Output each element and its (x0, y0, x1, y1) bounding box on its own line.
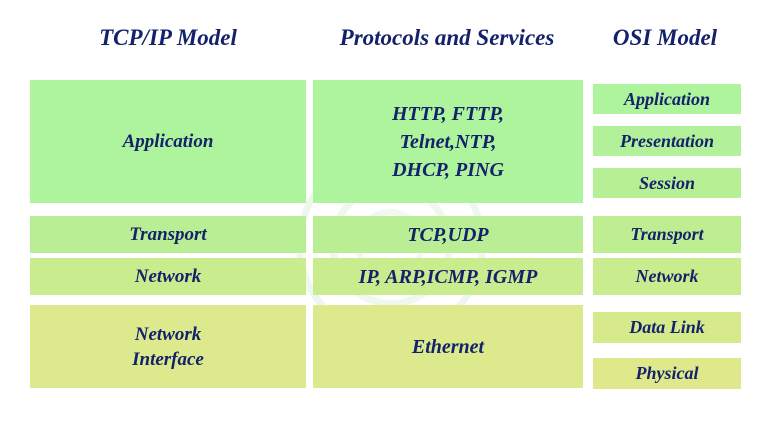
osi-layer-transport[interactable]: Transport (593, 216, 741, 253)
protocols-application-line-1: HTTP, FTTP, (391, 102, 505, 125)
tcpip-layer-network-interface[interactable]: Network Interface (30, 305, 306, 388)
tcpip-layer-application-line-1: Application (122, 131, 214, 152)
protocols-transport-layer[interactable]: TCP,UDP (313, 216, 583, 253)
protocols-link-layer[interactable]: Ethernet (313, 305, 583, 388)
protocols-application-line-3: DHCP, PING (392, 158, 504, 181)
osi-layer-physical[interactable]: Physical (593, 358, 741, 389)
column-header-tcpip: TCP/IP Model (99, 25, 237, 50)
osi-layer-session-line-1: Session (638, 172, 696, 193)
osi-layer-presentation[interactable]: Presentation (593, 126, 741, 156)
osi-layer-transport-line-1: Transport (630, 224, 704, 244)
osi-layer-network-line-1: Network (635, 266, 699, 286)
osi-layer-network[interactable]: Network (593, 258, 741, 295)
osi-layer-session[interactable]: Session (593, 168, 741, 198)
protocols-application-line-2: Telnet,NTP, (399, 130, 497, 153)
osi-layer-physical-line-1: Physical (635, 363, 699, 383)
protocols-link-line-1: Ethernet (411, 335, 485, 358)
tcpip-layer-network-interface-line-2: Interface (132, 348, 204, 370)
tcpip-layer-network-line-1: Network (134, 266, 202, 287)
osi-layer-data-link[interactable]: Data Link (593, 312, 741, 343)
protocols-application-layer[interactable]: HTTP, FTTP, Telnet,NTP, DHCP, PING (313, 80, 583, 203)
osi-layer-presentation-line-1: Presentation (619, 130, 714, 151)
tcpip-layer-application[interactable]: Application (30, 80, 306, 203)
protocols-network-line-1: IP, ARP,ICMP, IGMP (358, 265, 538, 288)
tcpip-layer-network[interactable]: Network (30, 258, 306, 295)
tcpip-layer-network-interface-line-1: Network (134, 323, 202, 345)
tcpip-layer-transport[interactable]: Transport (30, 216, 306, 253)
osi-layer-application[interactable]: Application (593, 84, 741, 114)
protocols-transport-line-1: TCP,UDP (407, 223, 489, 246)
column-header-osi: OSI Model (612, 25, 718, 50)
osi-layer-application-line-1: Application (623, 88, 710, 109)
tcpip-layer-transport-line-1: Transport (129, 224, 207, 245)
osi-layer-data-link-line-1: Data Link (629, 317, 705, 337)
protocols-network-layer[interactable]: IP, ARP,ICMP, IGMP (313, 258, 583, 295)
column-header-protocols: Protocols and Services (339, 25, 555, 50)
